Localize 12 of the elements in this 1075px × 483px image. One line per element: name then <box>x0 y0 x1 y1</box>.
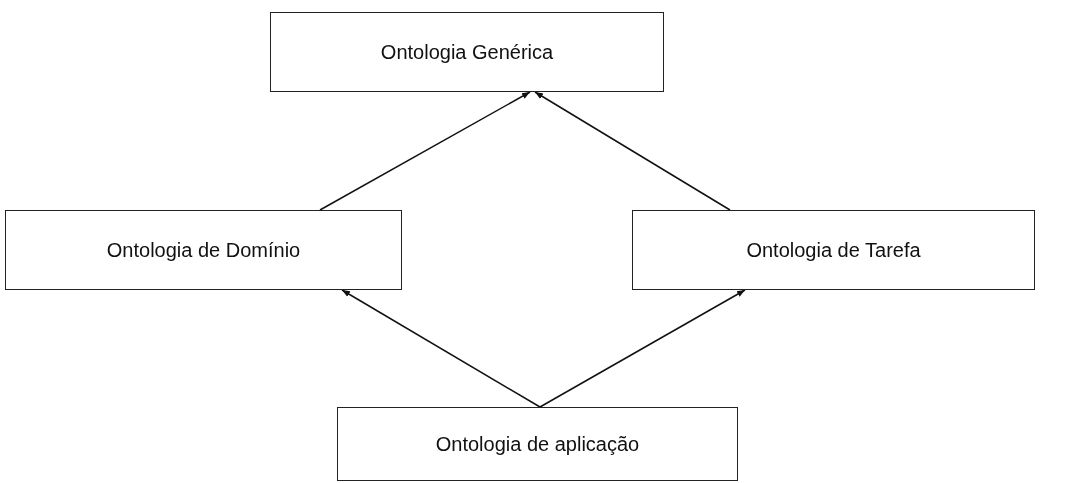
process-box <box>5 210 402 290</box>
box-label: Ontologia de Domínio <box>106 238 301 262</box>
box-label: Ontologia de Tarefa <box>746 238 921 262</box>
process-box <box>337 407 738 481</box>
process-box <box>270 12 664 92</box>
box-label: Ontologia Genérica <box>380 40 554 64</box>
box-label: Ontologia de aplicação <box>435 432 640 456</box>
arrow <box>539 289 746 408</box>
process-box <box>632 210 1035 290</box>
arrow <box>341 289 541 408</box>
arrow <box>534 91 731 211</box>
arrow <box>319 91 531 211</box>
